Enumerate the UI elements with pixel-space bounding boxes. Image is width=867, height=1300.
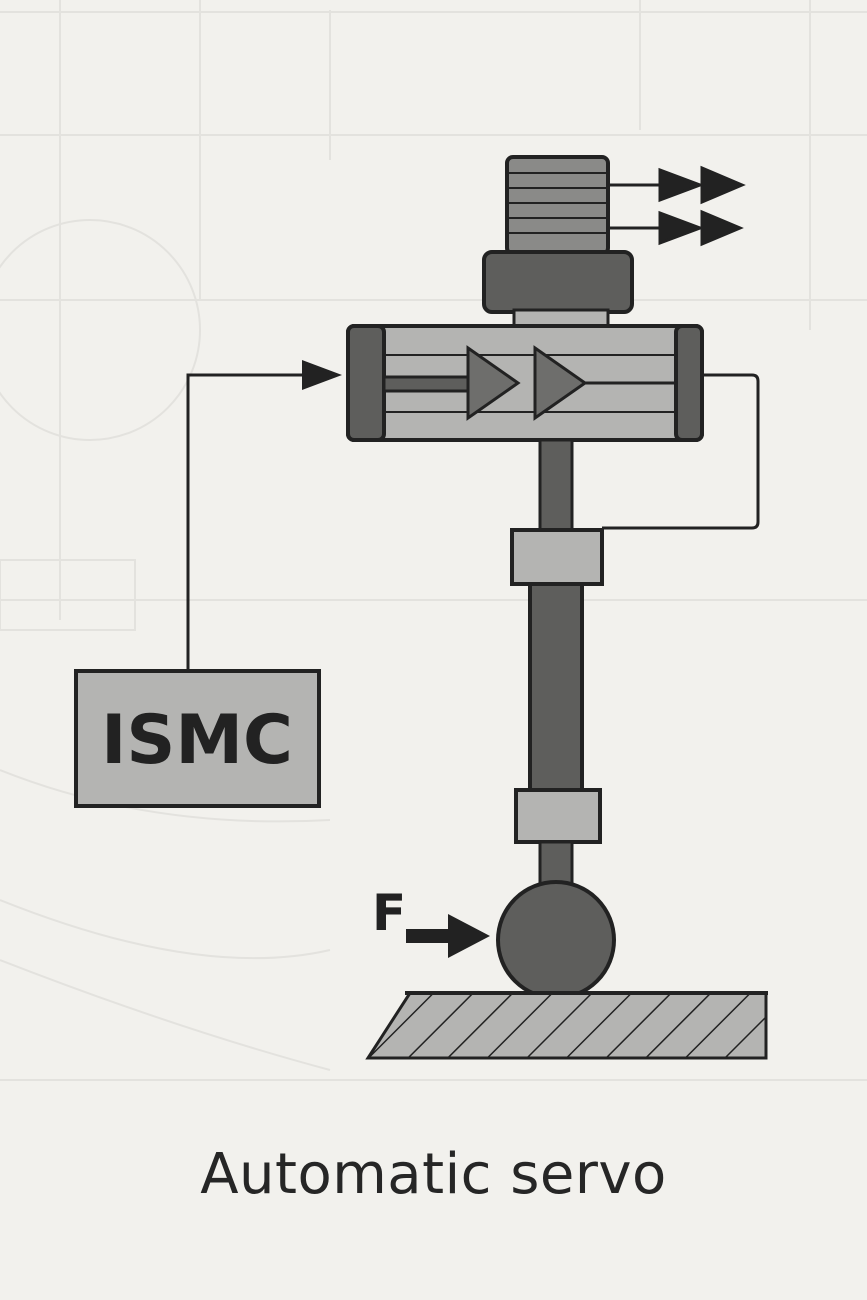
servo-cap [505, 155, 610, 256]
amplifier-triangle-icon [533, 345, 588, 421]
output-arrow-icon [700, 209, 744, 247]
output-arrows [608, 165, 746, 247]
servo-shaft [510, 438, 604, 894]
control-signal-line [186, 373, 308, 671]
amplifier-triangle-icon [466, 345, 521, 421]
output-arrow-icon [700, 165, 746, 205]
piston-rod [382, 375, 470, 393]
output-arrow-icon [658, 210, 705, 246]
servo-collar [482, 250, 634, 314]
control-signal-arrow-icon [302, 360, 342, 390]
ismc-controller: ISMC [74, 669, 321, 808]
ismc-label: ISMC [101, 701, 293, 780]
ground-surface [365, 991, 768, 1060]
cylinder-end-cap-left [346, 324, 386, 442]
upper-coupling [510, 528, 604, 586]
servo-housing [482, 155, 634, 330]
force-arrow-icon [448, 914, 490, 958]
force-arrow: F [372, 884, 490, 958]
force-label: F [372, 884, 406, 942]
actuator-cylinder [346, 324, 704, 442]
lower-coupling [514, 788, 602, 844]
cylinder-end-cap-right [674, 324, 704, 442]
feedback-line [602, 373, 760, 530]
output-arrow-icon [658, 167, 705, 203]
ball-end-effector [496, 880, 616, 1000]
diagram-caption: Automatic servo [200, 1142, 667, 1207]
background-sketch [0, 0, 867, 1081]
